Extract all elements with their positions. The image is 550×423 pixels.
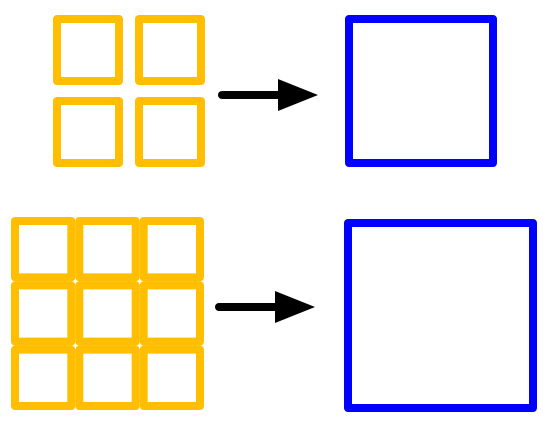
grid-cell <box>75 217 140 282</box>
arrow-head <box>278 79 318 111</box>
grid-cell <box>11 217 76 282</box>
diagram-row-1 <box>53 15 497 167</box>
arrow-right-icon <box>215 291 315 323</box>
output-square <box>345 15 497 167</box>
grid-cell <box>53 15 123 85</box>
grid-cell <box>75 281 140 346</box>
grid-cell <box>53 97 123 167</box>
arrow-right-icon <box>218 79 318 111</box>
grid-cell <box>135 97 205 167</box>
grid-cell <box>11 345 76 410</box>
grid-cell <box>11 281 76 346</box>
grid-cell <box>139 217 205 282</box>
diagram-rows <box>11 15 537 412</box>
arrow-head <box>275 291 315 323</box>
diagram-row-2 <box>11 217 537 412</box>
input-grid-2x2 <box>53 15 205 167</box>
grid-cell <box>75 345 140 410</box>
grid-cell <box>139 281 205 346</box>
output-square <box>344 219 537 412</box>
input-grid-3x3 <box>11 217 205 410</box>
grid-cell <box>135 15 205 85</box>
grid-cell <box>139 345 205 410</box>
